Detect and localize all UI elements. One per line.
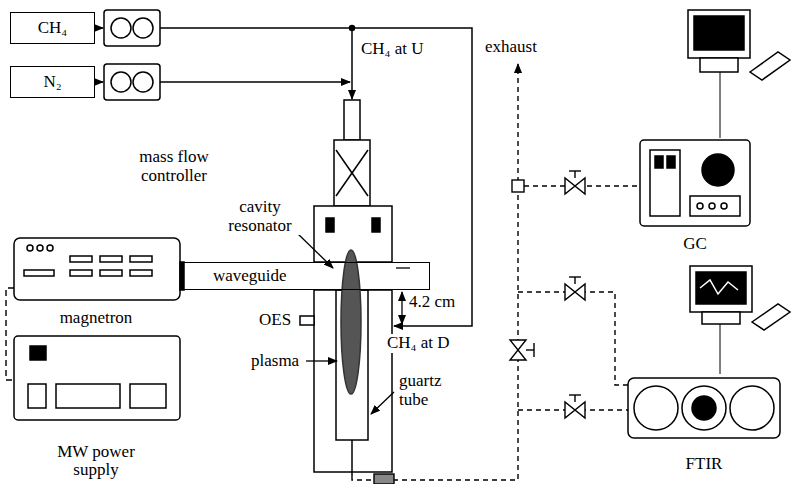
gc-label-group: GC — [640, 138, 750, 254]
magnetron-unit — [14, 238, 184, 300]
node-text: GC — [683, 235, 707, 254]
outlet-label: exhaust — [484, 38, 538, 57]
gas-source-box: N₂ — [10, 66, 95, 98]
component-label: OES — [258, 311, 292, 330]
node-text: waveguide — [213, 267, 287, 286]
gas-source-box: CH₄ — [10, 12, 95, 44]
component-label: mass flow controller — [108, 148, 240, 185]
dimension-label: 4.2 cm — [408, 293, 456, 312]
leader-lines — [296, 232, 410, 414]
waveguide-box: waveguide — [180, 262, 430, 290]
node-text: FTIR — [686, 455, 723, 474]
ftir-instrument — [628, 378, 780, 438]
gc-instrument — [640, 140, 750, 226]
valves — [374, 171, 585, 484]
inlet-label: CH₄ at D — [386, 334, 451, 353]
component-label: guartz tube — [398, 372, 462, 409]
inlet-label: CH₄ at U — [360, 40, 425, 59]
ftir-label-group: FTIR — [628, 374, 780, 474]
mass-flow-controllers — [95, 10, 160, 100]
control-cable — [6, 288, 14, 380]
node-text: N₂ — [43, 73, 61, 92]
power-supply-label-group: MW power supply — [12, 332, 180, 480]
reactor — [300, 100, 392, 476]
component-label: cavity resonator — [214, 198, 306, 235]
node-text: MW power supply — [46, 443, 146, 480]
node-text: CH₄ — [38, 19, 68, 38]
node-text: magnetron — [60, 309, 133, 328]
power-supply-unit — [14, 336, 180, 420]
component-label: plasma — [250, 352, 300, 371]
sampling-lines — [352, 64, 640, 480]
magnetron-label-group: magnetron — [12, 236, 180, 328]
